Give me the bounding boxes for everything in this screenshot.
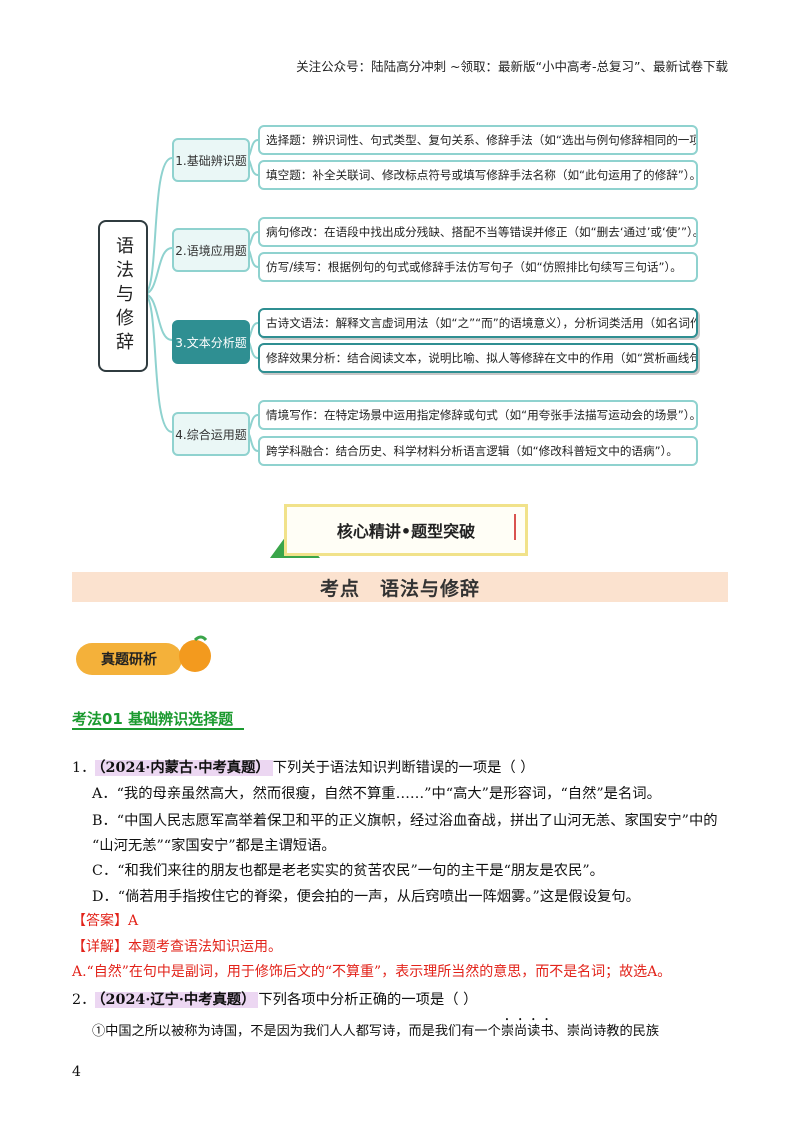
category-basic: 1.基础辨识题: [172, 138, 250, 182]
question-1-stem: 1．（2024·内蒙古·中考真题）下列关于语法知识判断错误的一项是（ ）: [72, 760, 535, 776]
orange-large-icon: [179, 635, 211, 672]
page-number: 4: [72, 1064, 81, 1080]
leaf-choice: 选择题：辨识词性、句式类型、复句关系、修辞手法（如“选出与例句修辞相同的一项”）…: [258, 125, 698, 155]
section-title: 考点 语法与修辞: [72, 572, 728, 602]
leaf-fill-blank: 填空题：补全关联词、修改标点符号或填写修辞手法名称（如“此句运用了的修辞”）。: [258, 160, 698, 190]
core-banner: 核心精讲•题型突破: [284, 504, 528, 556]
question-2-stem: 2．（2024·辽宁·中考真题）下列各项中分析正确的一项是（ ）: [72, 992, 478, 1008]
question-2-text: ①中国之所以被称为诗国，不是因为我们人人都写诗，而是我们有一个崇尚读书、崇尚诗教…: [92, 1024, 660, 1039]
question-1-option-c: C．“和我们来往的朋友也都是老老实实的贫苦农民”一句的主干是“朋友是农民”。: [92, 863, 604, 879]
mindmap-root: 语法与修辞: [98, 220, 148, 372]
page-header: 关注公众号：陆陆高分冲刺 ~领取：最新版“小中高考-总复习”、最新试卷下载: [296, 59, 728, 74]
leaf-sentence-correction: 病句修改：在语段中找出成分残缺、搭配不当等错误并修正（如“删去‘通过’或‘使’”…: [258, 217, 698, 247]
category-text-analysis: 3.文本分析题: [172, 320, 250, 364]
method-underline: [72, 728, 244, 730]
leaf-classical-grammar: 古诗文语法：解释文言虚词用法（如“之”“而”的语境意义），分析词类活用（如名词作…: [258, 308, 698, 338]
question-1-answer: 【答案】A: [72, 913, 139, 929]
banner-accent: [514, 514, 516, 540]
question-1-explanation: A.“自然”在句中是副词，用于修饰后文的“不算重”，表示理所当然的意思，而不是名…: [72, 964, 672, 980]
leaf-interdisciplinary: 跨学科融合：结合历史、科学材料分析语言逻辑（如“修改科普短文中的语病”）。: [258, 436, 698, 466]
category-comprehensive: 4.综合运用题: [172, 412, 250, 456]
method-title: 考法01 基础辨识选择题: [72, 710, 234, 728]
leaf-rhetoric-effect: 修辞效果分析：结合阅读文本，说明比喻、拟人等修辞在文中的作用（如“赏析画线句的表…: [258, 343, 698, 373]
true-question-tag: 真题研析: [76, 643, 182, 675]
question-1-option-d: D．“倘若用手指按住它的脊梁，便会拍的一声，从后窍喷出一阵烟雾。”这是假设复句。: [92, 889, 640, 905]
leaf-imitation: 仿写/续写：根据例句的句式或修辞手法仿写句子（如“仿照排比句续写三句话”）。: [258, 252, 698, 282]
question-1-detail: 【详解】本题考查语法知识运用。: [72, 939, 282, 955]
mindmap-connectors: [143, 139, 259, 452]
question-1-option-b-cont: “山河无恙”“家国安宁”都是主谓短语。: [92, 838, 336, 854]
question-1-option-a: A．“我的母亲虽然高大，然而很瘦，自然不算重……”中“高大”是形容词，“自然”是…: [92, 786, 661, 802]
question-1-option-b: B．“中国人民志愿军高举着保卫和平的正义旗帜，经过浴血奋战，拼出了山河无恙、家国…: [92, 813, 718, 829]
category-context: 2.语境应用题: [172, 228, 250, 272]
leaf-situational-writing: 情境写作：在特定场景中运用指定修辞或句式（如“用夸张手法描写运动会的场景”）。: [258, 400, 698, 430]
